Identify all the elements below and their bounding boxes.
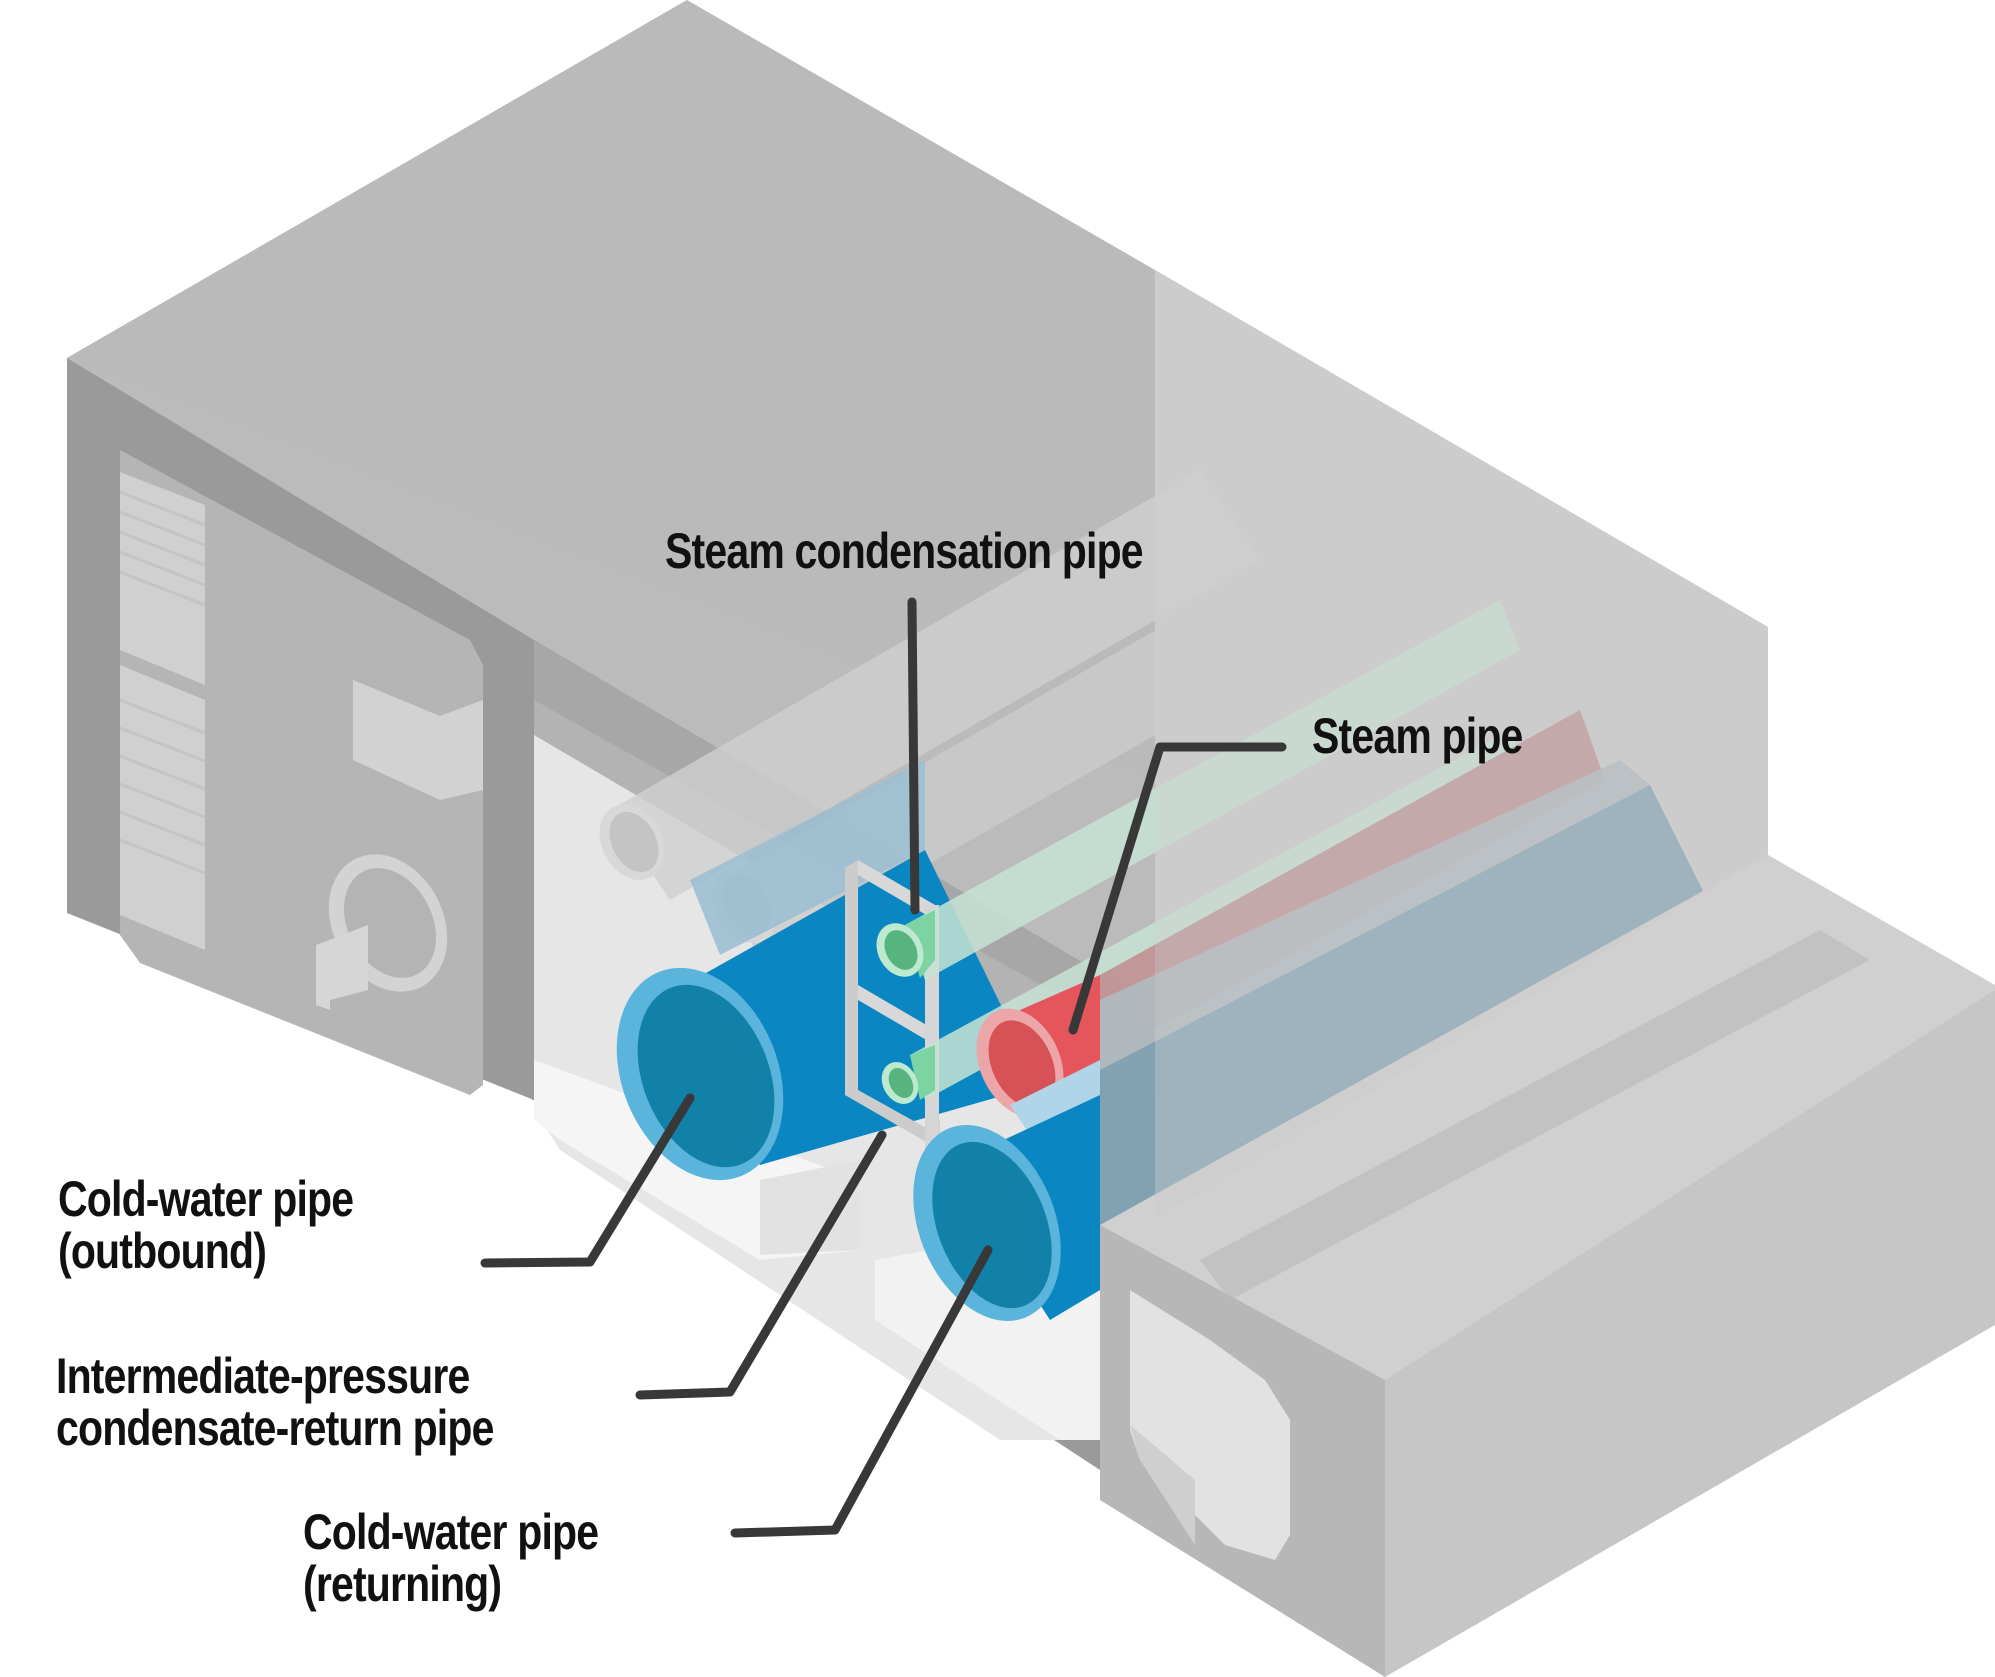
left-bracket xyxy=(353,680,483,800)
label-line: (returning) xyxy=(303,1556,502,1612)
right-opening-shelf xyxy=(1130,1425,1195,1545)
label-line: Steam pipe xyxy=(1312,708,1523,764)
cable-tray-stack xyxy=(119,472,206,950)
leader-cold-out xyxy=(480,1093,695,1268)
label-line: (outbound) xyxy=(58,1223,267,1279)
leader-steam xyxy=(1068,742,1287,1035)
label-line: condensate-return pipe xyxy=(56,1400,494,1456)
right-block-side-face xyxy=(1385,990,1995,1677)
label-line: Steam condensation pipe xyxy=(665,523,1144,579)
right-opening xyxy=(1130,1290,1290,1560)
cold-water-pipe-returning xyxy=(913,1095,1100,1321)
steam-condensation-pipe xyxy=(876,600,1520,980)
floor-slab-left-front xyxy=(760,1160,860,1255)
leader-steam-condensation xyxy=(907,597,920,915)
label-line: Cold-water pipe xyxy=(303,1504,599,1560)
left-support xyxy=(316,925,368,1010)
leader-lines xyxy=(480,597,1287,1538)
right-block-groove xyxy=(1200,930,1870,1300)
label-cold-water-outbound: Cold-water pipe (outbound) xyxy=(58,1171,354,1279)
leader-intermediate xyxy=(635,1130,887,1400)
label-cold-water-returning: Cold-water pipe (returning) xyxy=(303,1504,599,1612)
top-slab xyxy=(67,0,1155,780)
main-block-side xyxy=(1155,270,1768,1220)
label-line: Intermediate-pressure xyxy=(56,1348,470,1404)
label-intermediate-pressure: Intermediate-pressure condensate-return … xyxy=(56,1350,494,1454)
label-steam-condensation-pipe: Steam condensation pipe xyxy=(665,523,1144,579)
leader-cold-ret xyxy=(730,1245,993,1538)
label-line: Cold-water pipe xyxy=(58,1171,354,1227)
label-steam-pipe: Steam pipe xyxy=(1312,710,1523,762)
